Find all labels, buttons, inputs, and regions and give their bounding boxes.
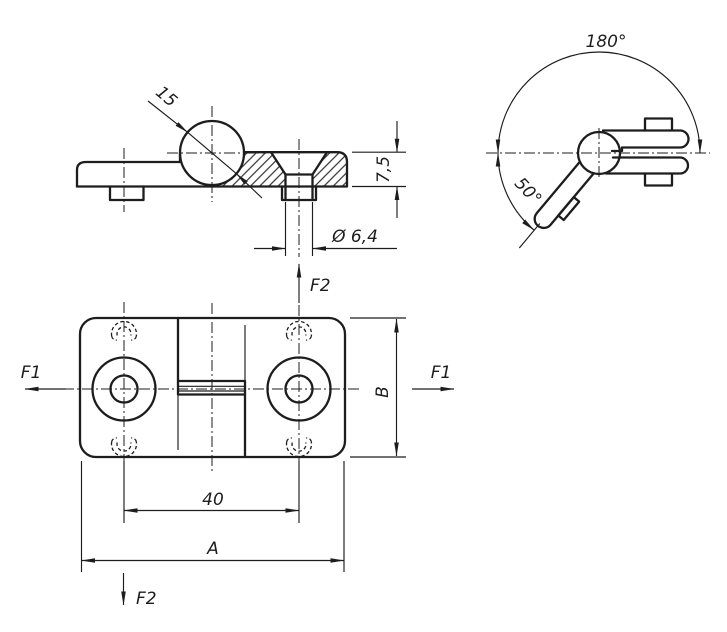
fork-boss-lower bbox=[643, 172, 674, 187]
force-f2-up: F2 bbox=[296, 263, 331, 303]
dim-hole-spacing: 40 bbox=[123, 461, 300, 523]
dim-length: A bbox=[80, 461, 345, 572]
angled-leaf-boss bbox=[557, 195, 581, 222]
dim-height: 7,5 bbox=[352, 121, 406, 218]
dim-width: B bbox=[350, 317, 406, 458]
section-hatch-left bbox=[214, 152, 286, 186]
rotation-view: 180° 50° bbox=[486, 32, 710, 249]
dim-opening-angle: 180° bbox=[495, 32, 703, 154]
left-leaf-outline bbox=[75, 152, 182, 188]
fork-boss-upper bbox=[643, 117, 674, 132]
dim-hole-diameter-label: Ø 6,4 bbox=[331, 227, 378, 247]
dim-height-label: 7,5 bbox=[374, 156, 394, 183]
dim-hole-diameter: Ø 6,4 bbox=[254, 202, 397, 256]
plan-view: 40 A B F1 F1 F2 F2 bbox=[21, 263, 455, 609]
dim-closing-angle-label: 50° bbox=[510, 174, 545, 210]
dim-hole-spacing-label: 40 bbox=[202, 490, 224, 510]
force-f1-left: F1 bbox=[21, 363, 66, 392]
dim-opening-angle-label: 180° bbox=[586, 32, 627, 52]
dim-closing-angle: 50° bbox=[495, 152, 545, 249]
joint-bar bbox=[176, 379, 247, 396]
force-f2-up-label: F2 bbox=[310, 276, 331, 296]
dim-length-label: A bbox=[206, 539, 219, 559]
countersink-cone bbox=[269, 151, 329, 176]
dim-width-label: B bbox=[373, 386, 393, 398]
snap-boss-left bbox=[108, 185, 145, 202]
right-leaf-outline bbox=[242, 151, 349, 188]
force-f2-down: F2 bbox=[121, 573, 157, 609]
force-f2-down-label: F2 bbox=[136, 589, 157, 609]
fork-lower-bar bbox=[604, 156, 690, 175]
closing-angle-extension bbox=[518, 223, 541, 249]
force-f1-left-label: F1 bbox=[21, 363, 42, 383]
hole-walls bbox=[284, 173, 314, 202]
section-hatch-right bbox=[312, 152, 347, 186]
force-f1-right: F1 bbox=[412, 363, 455, 392]
force-f1-right-label: F1 bbox=[431, 363, 452, 383]
side-view: 15 7,5 Ø 6,4 bbox=[75, 82, 406, 257]
